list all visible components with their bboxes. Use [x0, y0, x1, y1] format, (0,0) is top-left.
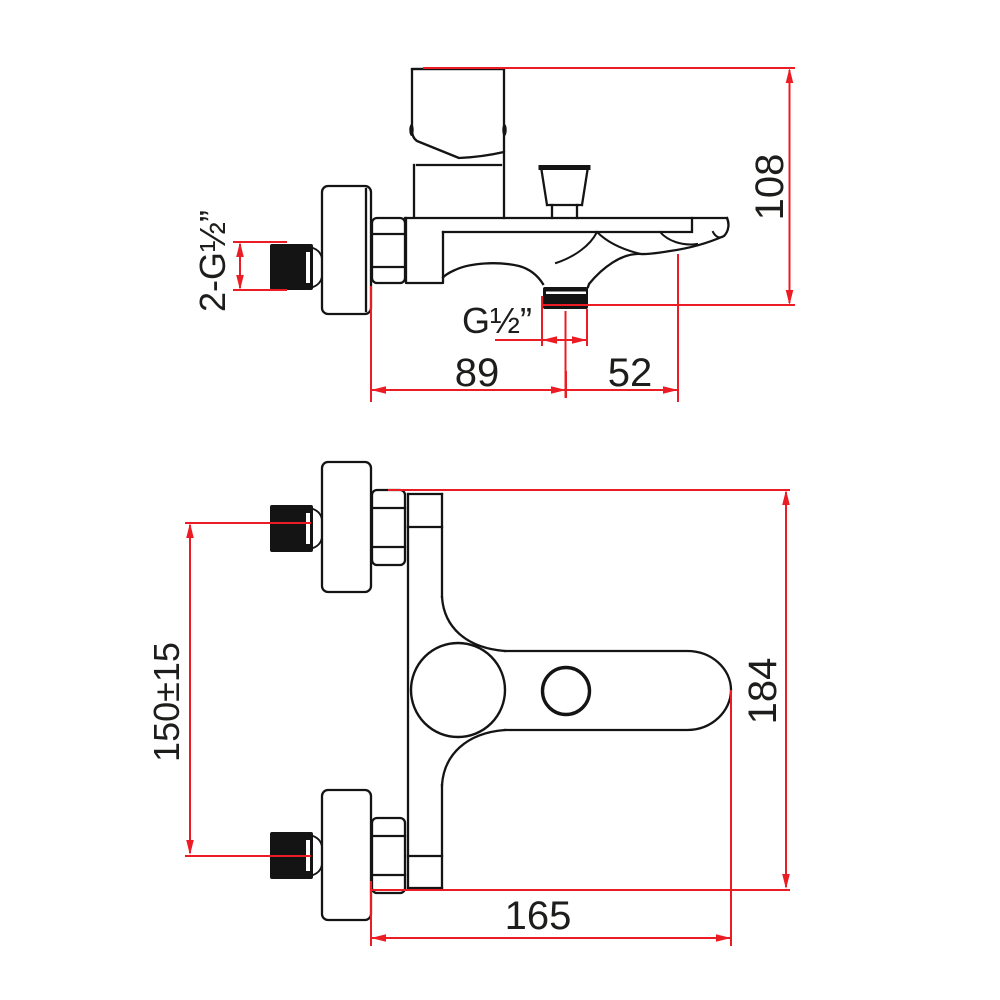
dim-label-overall-height: 108	[748, 153, 792, 221]
side-view-dimensions	[233, 67, 795, 402]
front-view-drawing	[311, 460, 733, 922]
front-view-dimensions	[185, 489, 790, 946]
side-view-drawing	[311, 67, 730, 316]
wall-eccentric-thread	[270, 244, 313, 290]
dim-label-wall-to-outlet: 89	[454, 351, 500, 395]
hex-nut	[370, 216, 407, 285]
upper-wall-flange	[320, 460, 373, 594]
spout-body	[403, 216, 730, 289]
dim-label-spout-reach: 165	[504, 894, 572, 938]
side-view-threads	[270, 244, 588, 309]
diverter-knob	[538, 165, 591, 220]
lever-handle	[410, 67, 506, 160]
dim-label-wall-thread: 2-G½”	[192, 209, 233, 313]
body-column	[406, 492, 444, 890]
diverter-circle	[540, 665, 592, 717]
handle-base-circle	[409, 641, 507, 739]
lower-hex-nut	[370, 816, 407, 895]
wall-flange	[320, 184, 373, 316]
dim-label-body-length: 184	[741, 657, 785, 725]
upper-eccentric-thread	[270, 505, 313, 552]
lever-pivot-left	[409, 124, 414, 136]
lower-wall-flange	[320, 788, 373, 922]
lever-pivot-right	[502, 124, 507, 136]
dim-label-connection-centers: 150±15	[146, 642, 187, 762]
front-view-threads	[270, 505, 313, 879]
dim-label-outlet-thread: G½”	[461, 300, 533, 341]
upper-hex-nut	[370, 488, 407, 567]
dim-label-outlet-to-tip: 52	[607, 351, 653, 395]
